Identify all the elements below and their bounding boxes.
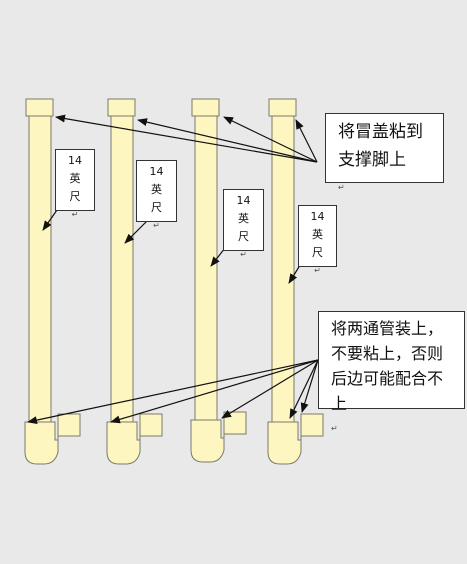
end-cap — [25, 98, 54, 117]
end-cap — [107, 98, 136, 117]
length-label-3: 14 英 尺↵ — [223, 189, 264, 259]
pipe-body — [110, 115, 134, 425]
elbow-arrow-5 — [300, 359, 319, 413]
length-number: 14 — [236, 194, 251, 207]
length-number: 14 — [68, 154, 82, 167]
length-unit-char-2: 尺↵ — [238, 230, 249, 259]
elbow-fitting — [267, 413, 324, 465]
length-unit-char-1: 英 — [69, 172, 81, 185]
pipe-note-line-1: 将两通管装上， — [331, 319, 444, 338]
pipe-body — [271, 115, 295, 425]
length-unit-char-1: 英 — [238, 212, 249, 225]
length-unit-char-2: 尺↵ — [151, 201, 162, 230]
elbow-arrow-1 — [27, 359, 319, 425]
length-label-2: 14 英 尺↵ — [136, 160, 177, 230]
length-arrow-3 — [210, 247, 226, 267]
cap-note: 将冒盖粘到 支撑脚上↵ — [325, 113, 444, 192]
length-unit-char-1: 英 — [151, 183, 162, 196]
pipe-assembly-2 — [106, 98, 163, 465]
cap-arrow-3 — [223, 116, 318, 163]
pipe-note: 将两通管装上， 不要粘上，否则 后边可能配合不 上↵ — [318, 311, 465, 433]
length-number: 14 — [310, 210, 325, 223]
length-arrow-2 — [124, 219, 149, 244]
elbow-arrow-2 — [110, 359, 319, 424]
length-label-4: 14 英 尺↵ — [298, 205, 337, 275]
elbow-arrow-4 — [289, 359, 319, 419]
elbow-fitting — [190, 411, 247, 463]
length-number: 14 — [149, 165, 164, 178]
length-arrow-1 — [42, 209, 58, 231]
pipe-assembly-4 — [267, 98, 324, 465]
cap-note-line-2: 支撑脚上↵ — [338, 150, 406, 192]
pipe-note-line-2: 不要粘上，否则 — [331, 344, 444, 363]
end-cap — [268, 98, 297, 117]
length-unit-char-1: 英 — [312, 228, 323, 241]
pipe-body — [28, 115, 52, 425]
elbow-fitting — [106, 413, 163, 465]
cap-arrow-2 — [137, 118, 318, 163]
end-cap — [191, 98, 220, 117]
pipe-note-line-4: 上↵ — [331, 394, 348, 433]
cap-arrow-4 — [295, 119, 318, 163]
length-unit-char-2: 尺↵ — [69, 190, 81, 219]
cap-note-line-1: 将冒盖粘到 — [338, 122, 423, 142]
elbow-fitting — [24, 413, 81, 465]
cap-arrow-1 — [55, 114, 318, 163]
pipe-assembly-1 — [24, 98, 81, 465]
pipe-body — [194, 115, 218, 423]
length-unit-char-2: 尺↵ — [312, 246, 323, 275]
pipe-note-line-3: 后边可能配合不 — [331, 369, 444, 388]
length-label-1: 14 英 尺↵ — [55, 149, 95, 219]
elbow-arrow-3 — [221, 359, 319, 419]
pipe-assembly-3 — [190, 98, 247, 463]
